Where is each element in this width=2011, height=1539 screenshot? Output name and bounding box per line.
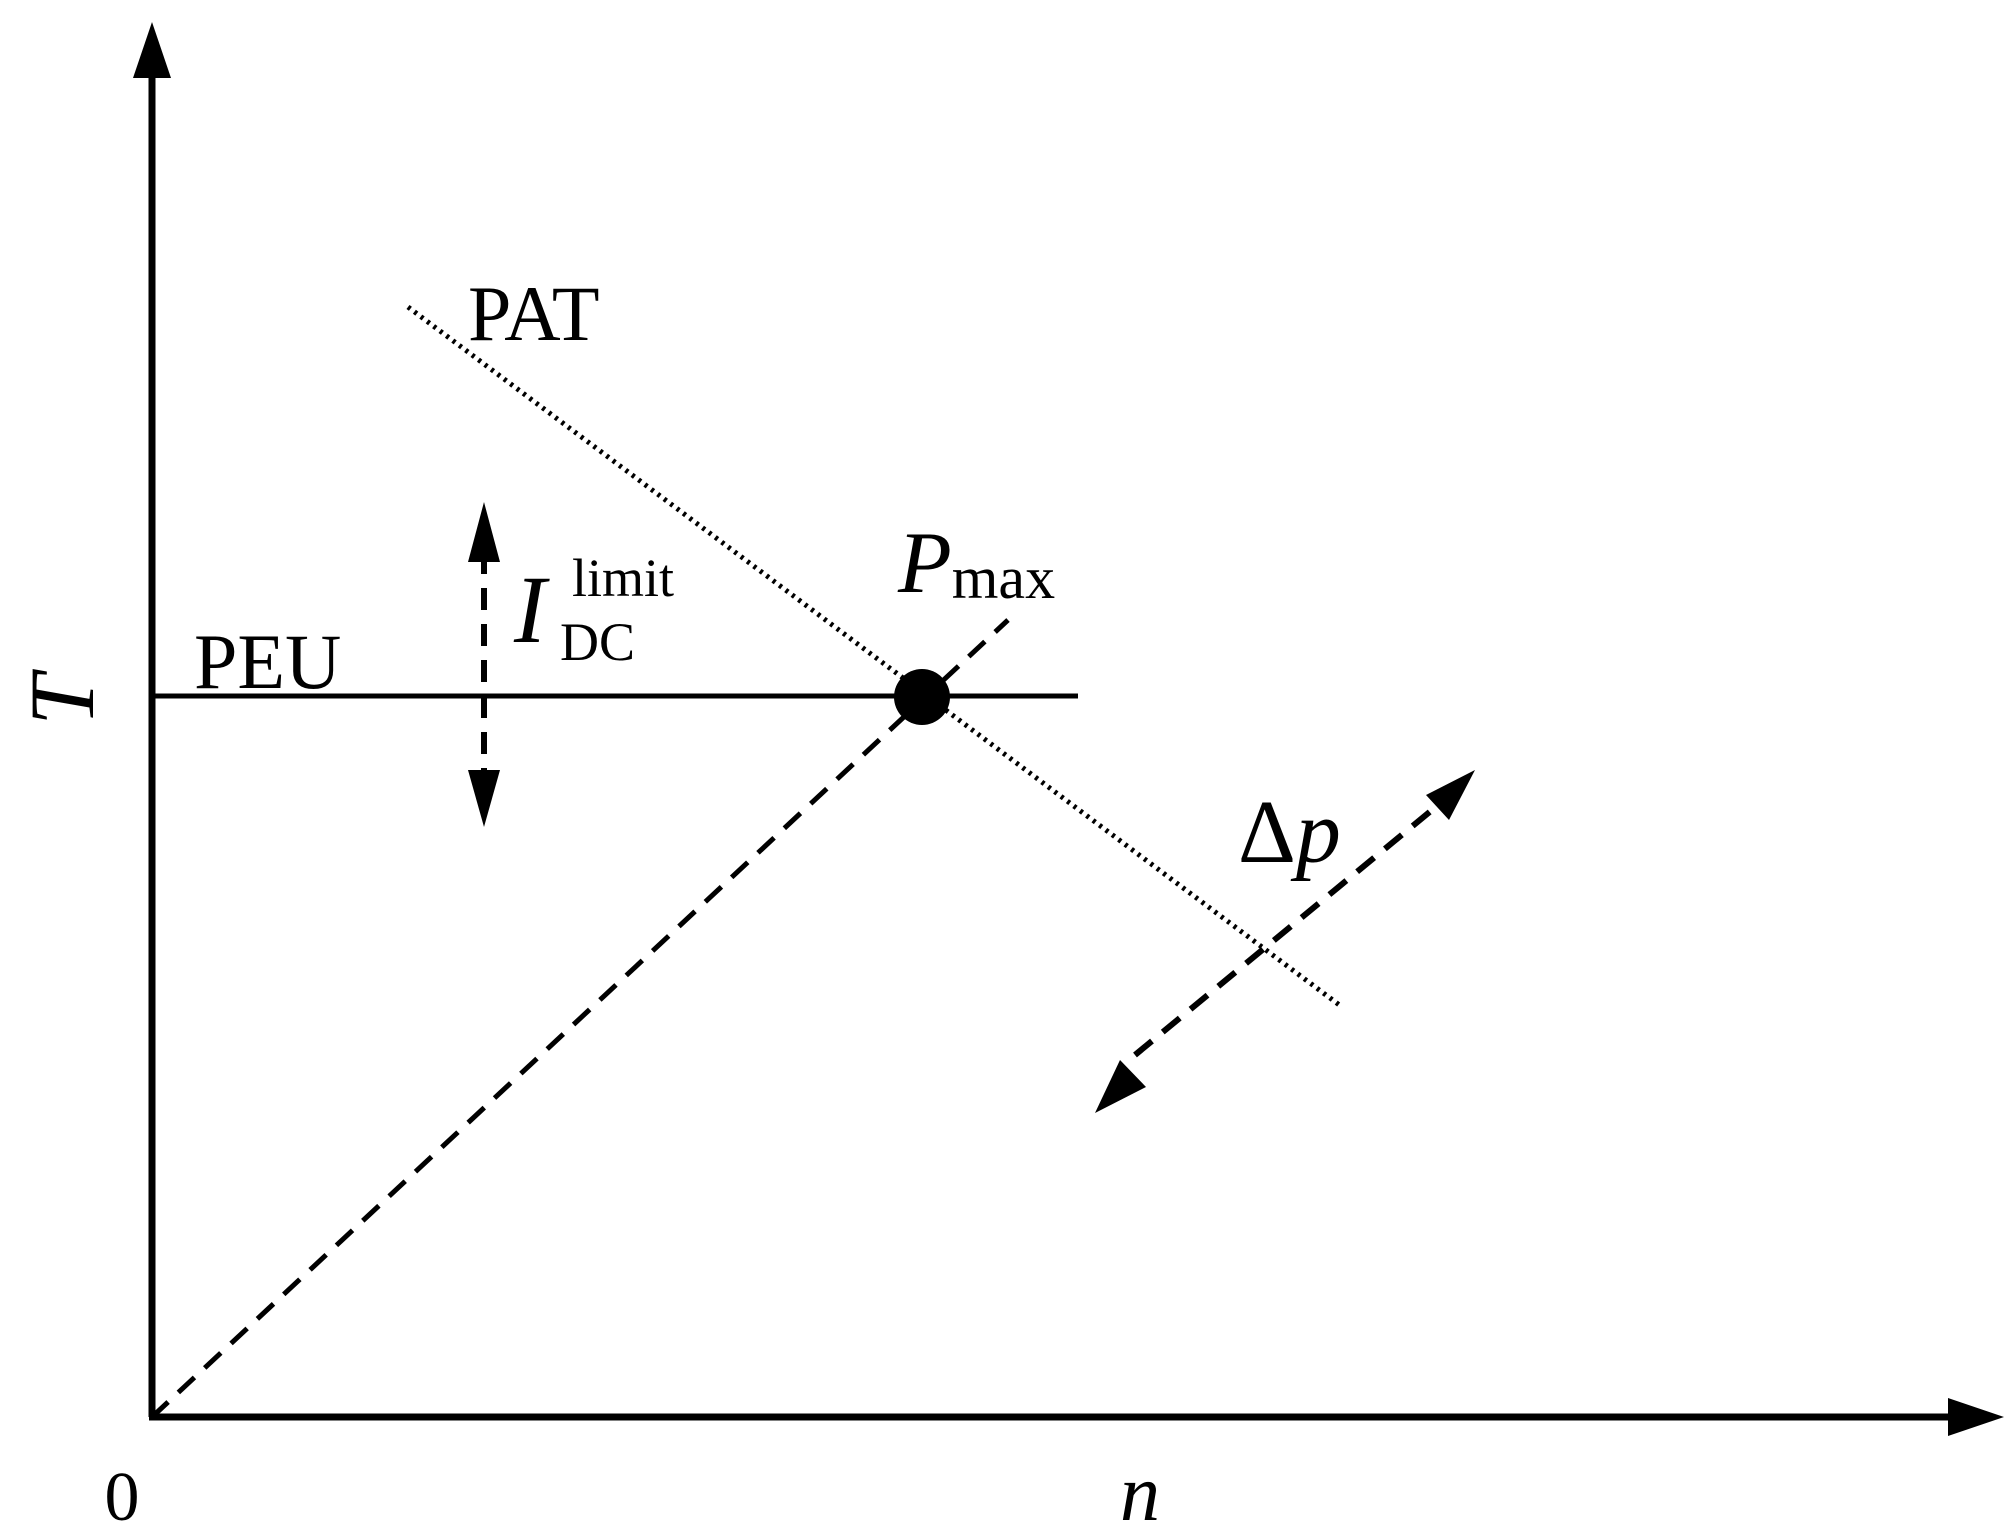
power-line [150, 618, 1010, 1419]
y-axis-label: T [11, 669, 113, 726]
delta-p-symbol: Δ [1238, 783, 1296, 882]
pmax-label: Pmax [897, 515, 1055, 612]
current-limit-main: I [513, 556, 550, 663]
y-axis-arrowhead [133, 22, 171, 78]
current-limit-sup: limit [572, 548, 674, 608]
current-limit-arrowhead-down [468, 770, 500, 827]
pat-line [406, 304, 1344, 1010]
pat-label: PAT [468, 270, 600, 357]
delta-p-label: Δp [1238, 783, 1341, 882]
current-limit-arrowhead-up [468, 502, 500, 562]
delta-p-arrowhead-down [1095, 1060, 1146, 1113]
pmax-point [894, 669, 950, 725]
delta-p-var: p [1290, 783, 1341, 882]
origin-label: 0 [105, 1459, 140, 1536]
delta-p-arrowhead-up [1426, 770, 1475, 820]
pmax-label-main: P [897, 515, 952, 612]
delta-p-arrow-shaft [1133, 802, 1440, 1058]
current-limit-sub: DC [560, 612, 635, 672]
peu-label: PEU [194, 618, 341, 705]
pmax-label-sub: max [952, 545, 1055, 611]
x-axis-label: n [1120, 1450, 1160, 1538]
x-axis-arrowhead [1948, 1398, 2004, 1436]
